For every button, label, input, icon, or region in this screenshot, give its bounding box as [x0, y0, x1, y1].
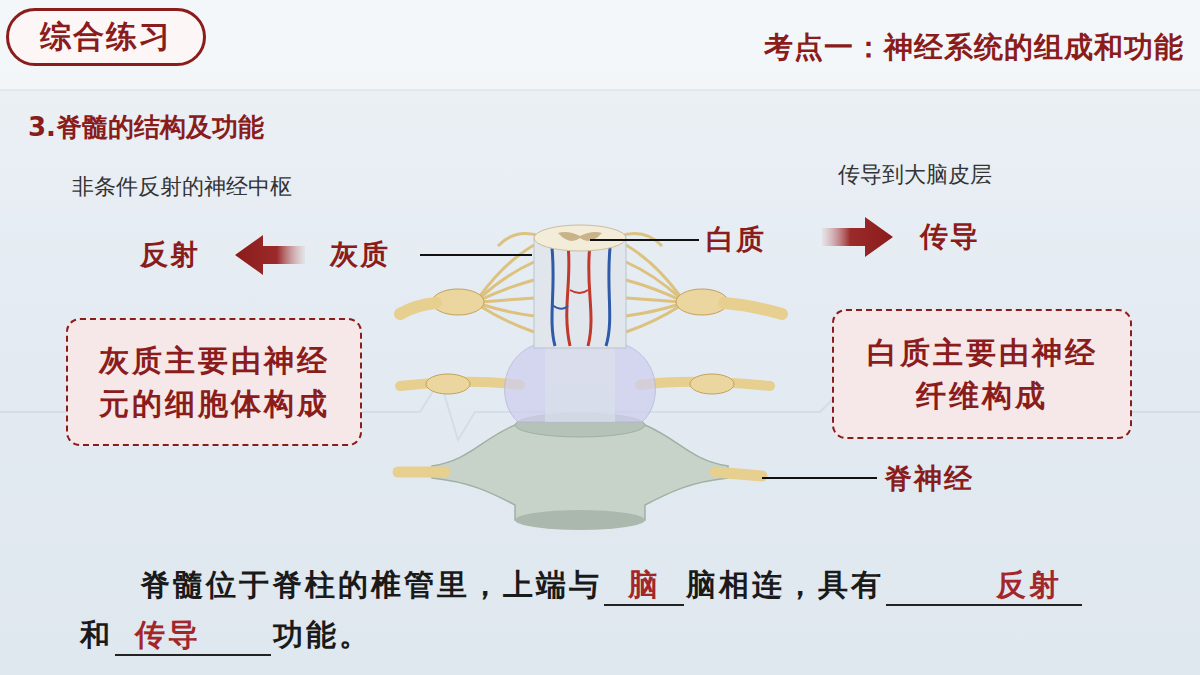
- spinal-cord-top-part-part: [626, 298, 680, 302]
- leader-line: [590, 239, 699, 241]
- box-text: 综合练习: [40, 16, 172, 58]
- part-label: 脊神经: [884, 460, 974, 498]
- dura-segment: [398, 413, 762, 530]
- note-text: 传导到大脑皮层: [838, 160, 992, 190]
- dura-segment-part: [432, 425, 728, 520]
- spinal-cord-top-part: [588, 245, 591, 346]
- spinal-cord-top-part-part: [626, 306, 680, 332]
- spinal-cord-top-part: [552, 248, 555, 346]
- spinal-cord-top-part-part: [480, 262, 534, 298]
- spinal-cord-top-part: [724, 303, 782, 314]
- part-label: 灰质: [330, 236, 390, 274]
- conduction-arrow: [822, 217, 893, 257]
- arachnoid-segment-part: [690, 374, 734, 394]
- spinal-cord-top-part-part: [480, 280, 534, 300]
- spinal-cord-top-part: [606, 248, 610, 346]
- subheading: 3.脊髓的结构及功能: [28, 110, 264, 145]
- spinal-cord-top-part: [570, 290, 588, 293]
- badge-box: 综合练习: [6, 8, 206, 66]
- spinal-cord-top-part-part: [626, 262, 680, 298]
- header-rule: [0, 90, 1200, 91]
- spinal-cord-top-part-part: [480, 306, 534, 332]
- fill-in-sentence: 和传导功能。: [80, 612, 372, 658]
- reflex-arrow: [235, 235, 305, 275]
- spinal-cord-top-part: [552, 305, 568, 309]
- dura-segment-part: [515, 510, 645, 530]
- spinal-cord-top-part: [534, 225, 626, 251]
- note-box: 白质主要由神经纤维构成: [832, 309, 1132, 439]
- box-text: 白质主要由神经纤维构成: [854, 331, 1110, 418]
- part-label: 白质: [706, 221, 766, 259]
- spinal-cord-top-part-part: [626, 280, 680, 300]
- spinal-cord-top-part: [534, 238, 626, 348]
- spinal-cord-top-part: [400, 303, 436, 314]
- dura-segment-part: [398, 467, 445, 478]
- dura-segment-part: [715, 472, 762, 476]
- leader-line: [762, 477, 877, 479]
- spinal-cord-top-part-part: [480, 298, 534, 302]
- arachnoid-segment-part: [545, 345, 615, 422]
- function-label: 反射: [140, 236, 200, 274]
- note-text: 非条件反射的神经中枢: [72, 172, 292, 202]
- function-label: 传导: [920, 218, 980, 256]
- answer-text: 脑: [604, 566, 684, 606]
- sentence-text: 脑相连，具有: [686, 567, 884, 602]
- section-title: 考点一：神经系统的组成和功能: [764, 28, 1184, 68]
- sentence-text: 和: [80, 617, 113, 652]
- spinal-cord-top-part: [567, 245, 570, 346]
- sentence-text: 功能。: [273, 617, 372, 652]
- arachnoid-segment: [400, 345, 770, 422]
- leader-line: [420, 254, 532, 256]
- arachnoid-segment-part: [505, 345, 656, 422]
- arachnoid-segment-part: [426, 374, 470, 394]
- sentence-text: 脊髓位于脊柱的椎管里，上端与: [140, 567, 602, 602]
- answer-text: 传导: [115, 616, 271, 656]
- fill-in-sentence: 脊髓位于脊柱的椎管里，上端与脑脑相连，具有反射: [140, 562, 1084, 608]
- answer-text: 反射: [886, 566, 1082, 606]
- header-band: [0, 0, 1200, 90]
- note-box: 灰质主要由神经元的细胞体构成: [66, 318, 362, 446]
- box-text: 灰质主要由神经元的细胞体构成: [88, 339, 340, 426]
